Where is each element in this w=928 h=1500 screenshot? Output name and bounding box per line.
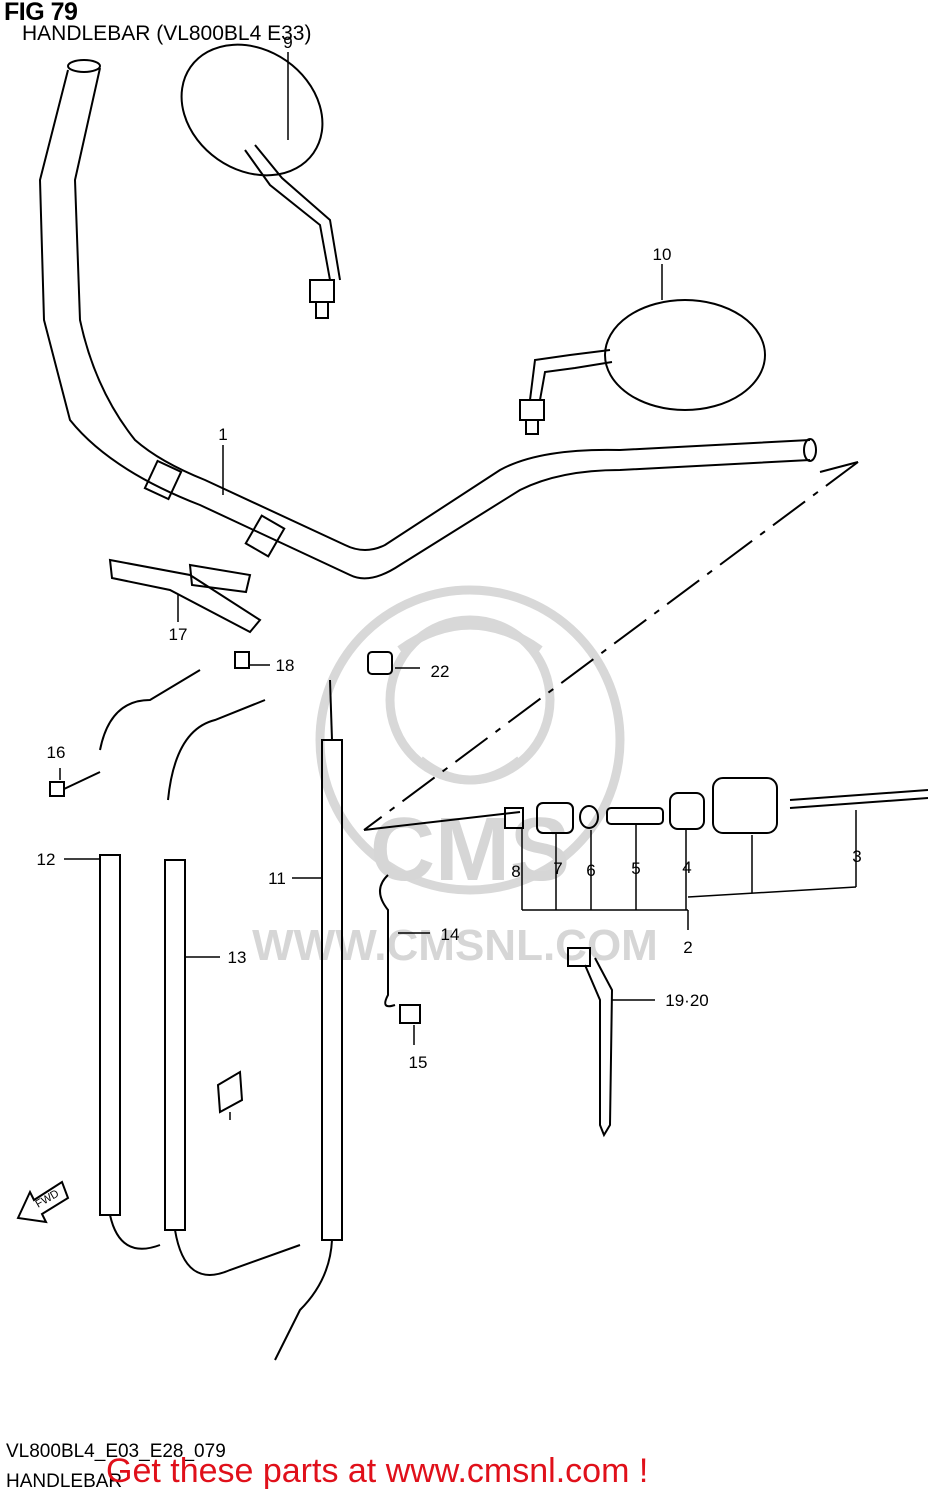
callout-numbers: 9 10 1 17 18 22 16 12 11 13 14 15 19·20 … (37, 33, 862, 1072)
mirror-left (180, 43, 341, 319)
callout-leaders (59, 52, 857, 1120)
callout-9: 9 (283, 33, 292, 52)
callout-14: 14 (441, 925, 460, 944)
callout-1: 1 (218, 425, 227, 444)
bolt (49, 771, 101, 797)
callout-6: 6 (586, 861, 595, 880)
callout-15: 15 (409, 1053, 428, 1072)
watermark-logo (315, 585, 625, 895)
handlebar-weight-assembly (504, 777, 928, 834)
handlebar (38, 59, 859, 831)
callout-2: 2 (683, 938, 692, 957)
bracket (108, 558, 262, 669)
diagram-code: VL800BL4_E03_E28_079 (6, 1441, 226, 1462)
figure-subtitle: HANDLEBAR (VL800BL4 E33) (22, 22, 312, 45)
callout-4: 4 (682, 858, 691, 877)
callout-17: 17 (169, 625, 188, 644)
cable-12 (99, 669, 201, 1250)
fwd-label: FWD (34, 1188, 62, 1211)
figure-number: FIG 79 (4, 0, 78, 26)
callout-10: 10 (653, 245, 672, 264)
callout-21: 22 (431, 662, 450, 681)
fwd-arrow-icon: FWD (16, 1180, 70, 1224)
callout-19-20: 19·20 (665, 991, 708, 1010)
callout-18: 18 (276, 656, 295, 675)
diagram-name: HANDLEBAR (6, 1471, 123, 1492)
promo-link[interactable]: Get these parts at www.cmsnl.com ! (106, 1452, 649, 1490)
callout-13: 13 (228, 948, 247, 967)
cable-clip (379, 874, 421, 1024)
cable-11 (274, 679, 343, 1361)
callout-11: 11 (268, 869, 286, 888)
callout-3: 3 (852, 847, 861, 866)
cable-13 (164, 699, 301, 1276)
callout-16: 16 (47, 743, 66, 762)
callout-7: 7 (553, 859, 562, 878)
callout-8: 8 (511, 862, 520, 881)
clamp (367, 651, 393, 675)
callout-12: 12 (37, 850, 56, 869)
mirror-right (519, 299, 766, 435)
label-sticker (216, 1070, 244, 1114)
callout-5: 5 (631, 859, 640, 878)
watermark-brand: CMS (370, 800, 570, 900)
cable-tie (567, 947, 614, 1138)
